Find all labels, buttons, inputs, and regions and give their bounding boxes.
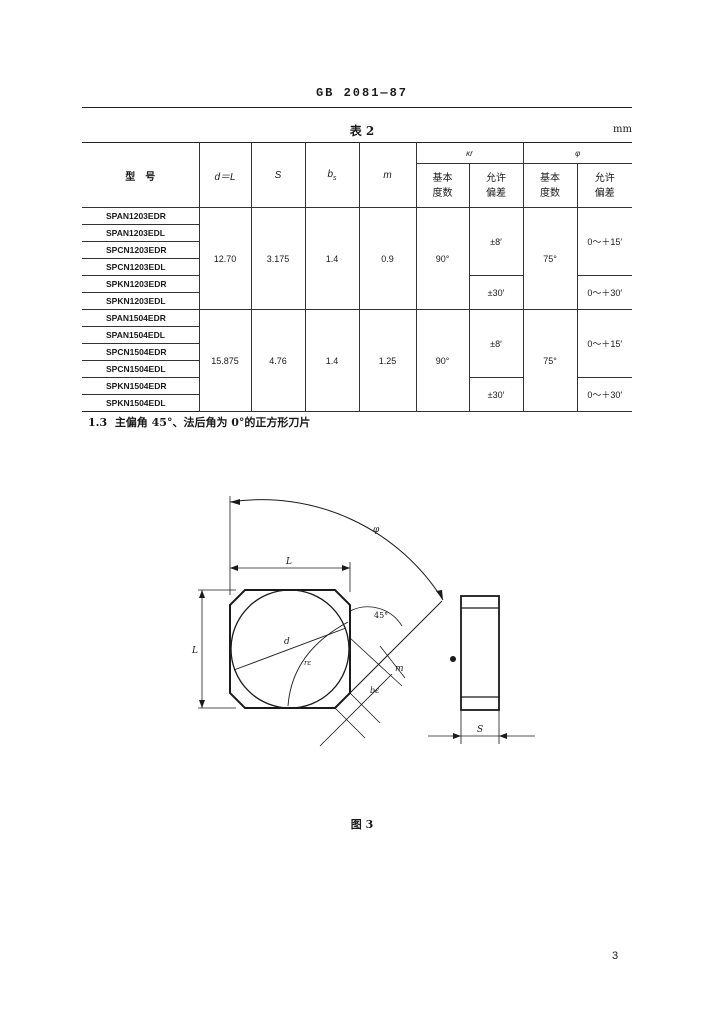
section-heading: 1.3 主偏角 45°、法后角为 0°的正方形刀片	[88, 414, 310, 430]
s-label: S	[274, 169, 282, 181]
arrowhead	[230, 499, 240, 505]
s-value: 4.76	[250, 309, 306, 412]
phi-tol-a: 0～＋15′	[576, 309, 632, 378]
model-cell: SPCN1504EDR	[82, 343, 200, 361]
s-value: 3.175	[250, 207, 306, 310]
model-cell: SPAN1504EDR	[82, 309, 200, 327]
angle-label: 45°	[374, 611, 388, 620]
arrowhead	[453, 733, 461, 739]
phi-basic: 75°	[522, 207, 578, 310]
model-cell: SPCN1203EDR	[82, 241, 200, 259]
side-view	[460, 595, 500, 711]
arrowhead	[199, 590, 205, 598]
table-title: 表 2	[349, 124, 375, 138]
dim-line-bs	[319, 673, 393, 747]
inscribed-circle	[230, 589, 350, 709]
radius-arc	[287, 621, 349, 707]
model-cell: SPKN1203EDL	[82, 292, 200, 310]
header-tol-kr: 允许 偏差	[468, 163, 524, 208]
section-number: 1.3	[88, 416, 108, 429]
header-s: S	[250, 142, 306, 208]
dl-value: 12.70	[198, 207, 252, 310]
model-cell: SPKN1203EDR	[82, 275, 200, 293]
phi-label: φ	[373, 525, 380, 535]
model-cell: SPAN1203EDL	[82, 224, 200, 242]
extension-line	[349, 692, 381, 724]
bs-label: bε	[370, 686, 379, 695]
model-cell: SPAN1504EDL	[82, 326, 200, 344]
phi-arc	[229, 499, 444, 601]
page-number: 3	[612, 950, 619, 962]
side-marker	[450, 656, 456, 662]
extension-line	[379, 645, 406, 679]
s-dim-label: S	[477, 725, 483, 735]
phi-tol-b: 0～＋30′	[576, 377, 632, 412]
header-phi-group: φ	[522, 142, 632, 164]
extension-line	[334, 707, 366, 739]
model-cell: SPCN1203EDL	[82, 258, 200, 276]
dim-line-m	[349, 637, 403, 687]
model-cell: SPKN1504EDL	[82, 394, 200, 412]
phi-basic: 75°	[522, 309, 578, 412]
figure-caption: 图 3	[350, 818, 374, 831]
kr-tol-b: ±30′	[468, 377, 524, 412]
header-model: 型 号	[82, 142, 200, 208]
d-label: d	[284, 637, 290, 647]
spec-table: 型 号 d＝L S bs m κr φ 基本 度数 允许 偏差 基本 度数 允许…	[82, 142, 632, 412]
header-kr-group: κr	[415, 142, 524, 164]
kr-basic: 90°	[415, 207, 470, 310]
model-cell: SPCN1504EDL	[82, 360, 200, 378]
header-basic-kr: 基本 度数	[416, 163, 470, 208]
arrowhead	[342, 565, 350, 571]
m-value: 1.25	[358, 309, 417, 412]
model-cell: SPKN1504EDR	[82, 377, 200, 395]
kr-basic: 90°	[415, 309, 470, 412]
standard-header: GB 2081—87	[315, 86, 408, 100]
r-label: rε	[304, 659, 311, 667]
header-m: m	[358, 142, 417, 208]
table-unit: mm	[613, 124, 632, 135]
header-bs: bs	[304, 142, 360, 208]
arrowhead	[436, 590, 443, 600]
bs-value: 1.4	[304, 207, 360, 310]
kr-tol-a: ±8′	[468, 207, 524, 276]
angle-arc	[349, 606, 403, 627]
phi-tol-b: 0～＋30′	[576, 275, 632, 310]
kr-tol-b: ±30′	[468, 275, 524, 310]
m-value: 0.9	[358, 207, 417, 310]
header-rule	[82, 107, 632, 108]
phi-tol-a: 0～＋15′	[576, 207, 632, 276]
header-d-eq-l: d＝L	[198, 142, 252, 208]
model-cell: SPAN1203EDR	[82, 207, 200, 225]
l-label-top: L	[285, 557, 292, 567]
header-tol-phi: 允许 偏差	[576, 163, 632, 208]
arrowhead	[230, 565, 238, 571]
arrowhead	[499, 733, 507, 739]
arrowhead	[199, 700, 205, 708]
bs-sub: s	[333, 174, 337, 182]
kr-tol-a: ±8′	[468, 309, 524, 378]
dl-value: 15.875	[198, 309, 252, 412]
insert-drawing: φ L L d rε 45° m bε S	[191, 496, 535, 747]
l-label-side: L	[191, 646, 198, 656]
cutting-edge-line	[334, 600, 443, 709]
bs-label: b	[327, 168, 334, 180]
header-basic-phi: 基本 度数	[522, 163, 578, 208]
bs-value: 1.4	[304, 309, 360, 412]
m-label: m	[395, 664, 404, 674]
section-title: 主偏角 45°、法后角为 0°的正方形刀片	[114, 416, 311, 429]
